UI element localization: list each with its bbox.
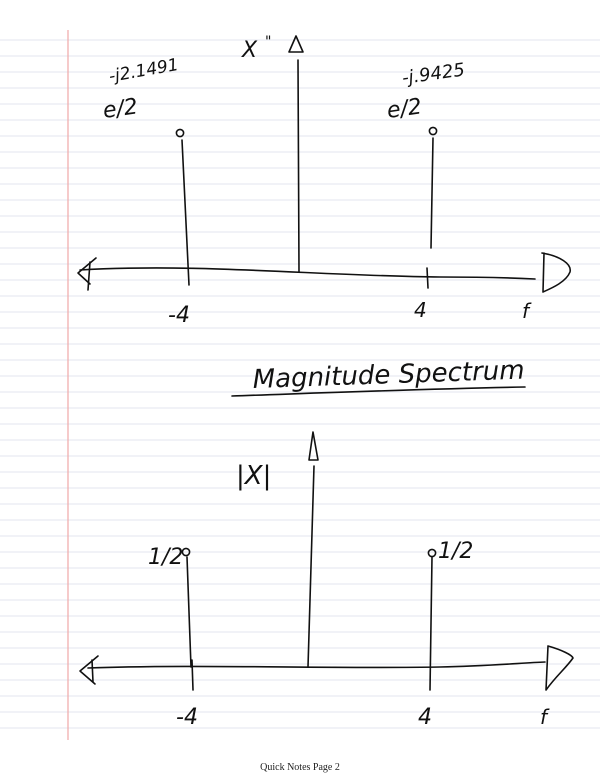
top-left-coef: e/2 (101, 94, 139, 124)
ruled-lines (0, 39, 600, 729)
section-title-group: Magnitude Spectrum (231, 356, 526, 397)
top-tick-left-label: -4 (168, 303, 190, 328)
top-left-label: -j2.1491 (107, 55, 180, 87)
top-x-axis (79, 267, 536, 280)
top-ylabel: X (241, 38, 258, 63)
bottom-axis-var: f (540, 705, 550, 729)
top-impulse-left-head (175, 128, 185, 138)
bottom-right-arrow (545, 645, 574, 691)
top-impulse-left (181, 139, 190, 286)
bottom-tick-left (191, 659, 194, 691)
top-ylabel-mark: " (265, 34, 271, 50)
title-underline (231, 386, 526, 397)
bottom-tick-right-label: 4 (418, 705, 432, 730)
bottom-plot: |X| 1/2 1/2 -4 4 f (79, 431, 574, 730)
bottom-impulse-right-head (427, 548, 437, 558)
bottom-impulse-left-head (181, 547, 191, 557)
top-axis-var: f (522, 299, 532, 323)
top-right-coef: e/2 (385, 94, 423, 124)
bottom-x-axis (87, 661, 546, 669)
bottom-left-label: 1/2 (148, 545, 183, 570)
bottom-tick-left-label: -4 (176, 705, 198, 730)
top-right-arrow (541, 252, 571, 293)
page-footer: Quick Notes Page 2 (260, 762, 340, 773)
bottom-y-axis (307, 465, 315, 668)
top-tick-right (426, 267, 429, 289)
bottom-impulse-left (186, 556, 192, 668)
bottom-impulse-right (429, 556, 433, 691)
bottom-right-label: 1/2 (438, 539, 473, 564)
section-title: Magnitude Spectrum (252, 356, 525, 395)
top-plot: X " -j2.1491 e/2 -j.9425 e/2 -4 4 f (77, 34, 571, 328)
top-right-label: -j.9425 (401, 59, 466, 89)
top-y-arrow (288, 35, 304, 53)
bottom-ylabel: |X| (236, 461, 271, 491)
top-y-axis (297, 59, 300, 273)
bottom-y-arrow (308, 431, 319, 461)
top-impulse-right-head (428, 126, 438, 136)
top-tick-right-label: 4 (414, 298, 427, 322)
top-impulse-right (430, 137, 434, 249)
